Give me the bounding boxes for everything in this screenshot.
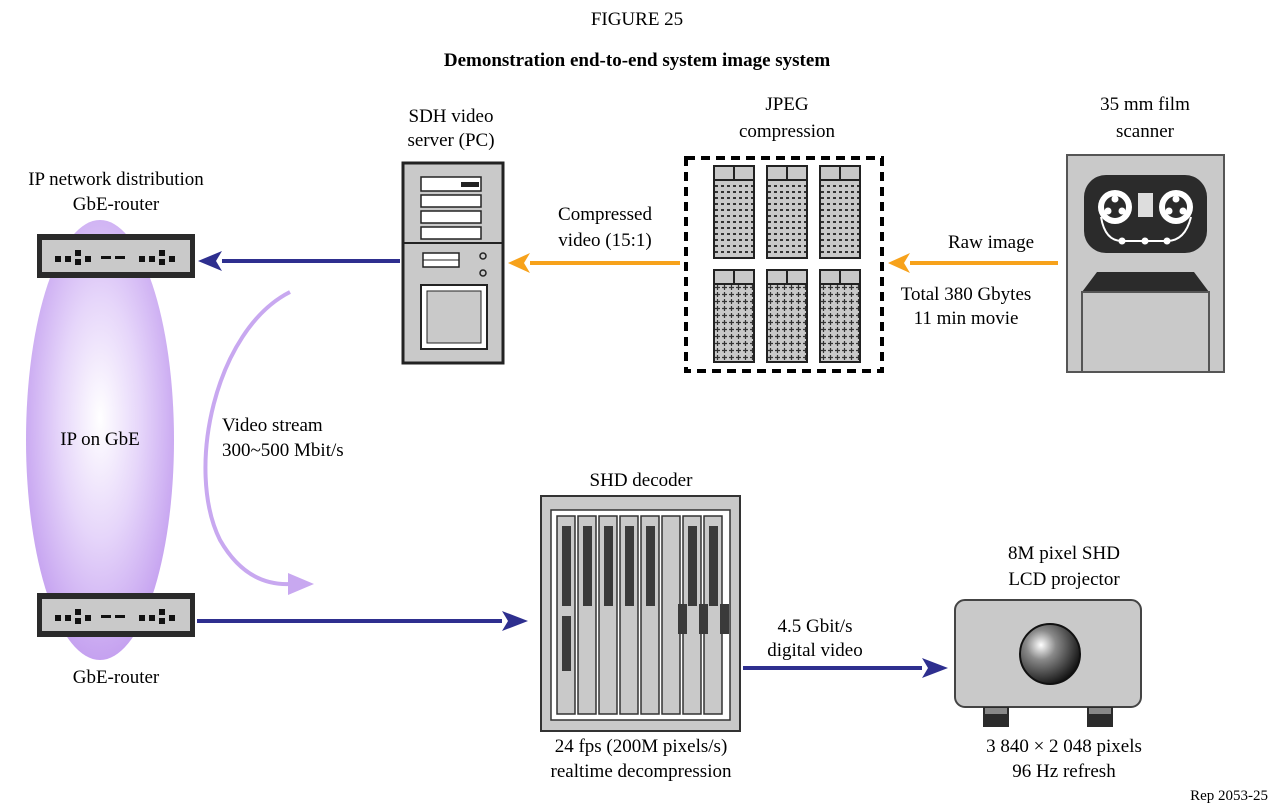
decoder-to-projector-arrow (743, 658, 948, 678)
raw-duration-label: 11 min movie (914, 308, 1019, 329)
film-scanner-icon (1066, 154, 1225, 373)
pc-server-icon (401, 161, 505, 365)
jpeg-board-1 (713, 165, 755, 259)
ip-network-cloud: IP on GbE (26, 220, 174, 660)
jpeg-board-5 (766, 269, 808, 363)
compressed-label-2: video (15:1) (558, 230, 651, 251)
jpeg-board-2 (766, 165, 808, 259)
raw-size-label: Total 380 Gbytes (901, 284, 1032, 305)
scanner-label-1: 35 mm film (1100, 94, 1190, 115)
stream-label-2: 300~500 Mbit/s (222, 440, 344, 461)
jpeg-board-4 (713, 269, 755, 363)
distribution-router-icon (37, 234, 195, 278)
jpeg-board-6 (819, 269, 861, 363)
decoder-note-2: realtime decompression (551, 761, 732, 782)
jpeg-compression-box (684, 156, 884, 373)
scanner-label-2: scanner (1116, 121, 1175, 142)
shd-decoder-icon (540, 495, 741, 732)
projector-icon (954, 599, 1142, 727)
distribution-router-label-2: GbE-router (73, 194, 160, 215)
decoder-label: SHD decoder (590, 470, 694, 491)
decoder-note-1: 24 fps (200M pixels/s) (555, 736, 728, 757)
server-to-router-arrow (198, 251, 400, 271)
jpeg-label-1: JPEG (765, 94, 809, 115)
distribution-router-label-1: IP network distribution (28, 169, 204, 190)
edge-router-icon (37, 593, 195, 637)
projector-label-1: 8M pixel SHD (1008, 543, 1120, 564)
router-to-decoder-arrow (197, 611, 528, 631)
compressed-video-arrow (508, 253, 680, 273)
projector-note-1: 3 840 × 2 048 pixels (986, 736, 1142, 757)
jpeg-label-2: compression (739, 121, 836, 142)
video-stream-arrow (203, 290, 314, 595)
projector-note-2: 96 Hz refresh (1012, 761, 1116, 782)
digital-label-2: digital video (767, 640, 863, 661)
jpeg-board-3 (819, 165, 861, 259)
compressed-label-1: Compressed (558, 204, 652, 225)
figure-ref: Rep 2053-25 (1190, 788, 1268, 804)
digital-label-1: 4.5 Gbit/s (778, 616, 853, 637)
projector-label-2: LCD projector (1008, 569, 1120, 590)
ip-cloud-label: IP on GbE (60, 429, 140, 450)
video-server-label-1: SDH video (409, 106, 494, 127)
raw-image-arrow (888, 253, 1058, 273)
stream-label-1: Video stream (222, 415, 323, 436)
edge-router-label: GbE-router (73, 667, 160, 688)
video-server-label-2: server (PC) (407, 130, 494, 151)
figure-title: Demonstration end-to-end system image sy… (444, 50, 830, 71)
raw-label: Raw image (948, 232, 1034, 253)
figure-number: FIGURE 25 (591, 9, 683, 30)
